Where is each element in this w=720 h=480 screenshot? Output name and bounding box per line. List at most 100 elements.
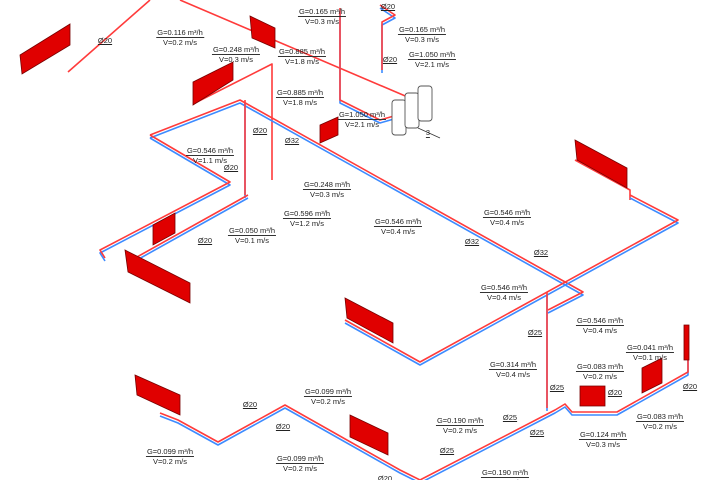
pipe-diameter-label: Ø25 <box>527 328 543 337</box>
radiator <box>152 212 176 246</box>
radiator <box>192 61 234 106</box>
velocity: V=0.2 m/s <box>311 397 345 406</box>
velocity: V=0.3 m/s <box>219 55 253 64</box>
radiator <box>19 23 71 75</box>
velocity: V=0.2 m/s <box>643 422 677 431</box>
velocity: V=1.2 m/s <box>290 219 324 228</box>
pipe-diameter-label: Ø20 <box>382 55 398 64</box>
velocity: V=0.3 m/s <box>405 35 439 44</box>
flow-rate: G=0.546 m³/h <box>373 217 423 227</box>
flow-rate: G=0.099 m³/h <box>275 454 325 464</box>
radiator <box>574 139 628 189</box>
velocity: V=0.2 m/s <box>163 38 197 47</box>
pipe-diameter-label: Ø20 <box>242 400 258 409</box>
radiator <box>249 15 276 49</box>
pipe-diameter-label: Ø20 <box>252 126 268 135</box>
velocity: V=1.8 m/s <box>283 98 317 107</box>
velocity: V=0.3 m/s <box>305 17 339 26</box>
flow-rate: G=0.190 m³/h <box>480 468 530 478</box>
velocity: V=1.1 m/s <box>193 156 227 165</box>
flow-label: G=0.190 m³/hV=0.2 m/s <box>480 468 530 480</box>
floor-loop-pipe-return <box>344 197 679 366</box>
velocity: V=0.1 m/s <box>235 236 269 245</box>
flow-rate: G=0.546 m³/h <box>482 208 532 218</box>
velocity: V=0.1 m/s <box>633 353 667 362</box>
pipe-diameter-label: Ø32 <box>464 237 480 246</box>
leader-line <box>417 127 441 139</box>
boiler-connection-pipe-supply <box>379 4 396 70</box>
flow-rate: G=0.041 m³/h <box>625 343 675 353</box>
branch-pipe-supply <box>127 194 249 263</box>
pipe-diameter-label: Ø32 <box>533 248 549 257</box>
pipe-diameter-label: Ø20 <box>223 163 239 172</box>
pipe-diameter-label: Ø20 <box>380 2 396 11</box>
lower-right-pipe-supply <box>419 340 689 480</box>
flow-rate: G=0.190 m³/h <box>435 416 485 426</box>
pipe-diameter-label: Ø20 <box>682 382 698 391</box>
flow-rate: G=0.248 m³/h <box>302 180 352 190</box>
pipe-diameter-label: Ø20 <box>197 236 213 245</box>
velocity: V=0.4 m/s <box>490 218 524 227</box>
boiler-unit <box>404 92 420 129</box>
main-pipe-return <box>149 102 584 314</box>
velocity: V=0.2 m/s <box>443 426 477 435</box>
flow-rate: G=0.596 m³/h <box>282 209 332 219</box>
velocity: V=0.3 m/s <box>586 440 620 449</box>
flow-rate: G=1.050 m³/h <box>407 50 457 60</box>
velocity: V=0.4 m/s <box>583 326 617 335</box>
flow-rate: G=0.050 m³/h <box>227 226 277 236</box>
pipe-diameter-label: Ø25 <box>439 446 455 455</box>
pipe-diameter-label: Ø25 <box>549 383 565 392</box>
radiator <box>124 249 191 304</box>
velocity: V=0.4 m/s <box>381 227 415 236</box>
flow-rate: G=0.124 m³/h <box>578 430 628 440</box>
velocity: V=0.2 m/s <box>283 464 317 473</box>
flow-rate: G=0.546 m³/h <box>185 146 235 156</box>
radiator <box>579 385 606 407</box>
radiator <box>319 116 339 144</box>
flow-rate: G=0.248 m³/h <box>211 45 261 55</box>
boiler-unit <box>391 99 407 136</box>
velocity: V=0.2 m/s <box>583 372 617 381</box>
branch-pipe-return <box>127 197 249 266</box>
flow-rate: G=0.314 m³/h <box>488 360 538 370</box>
velocity: V=0.4 m/s <box>496 370 530 379</box>
lower-right-pipe-return <box>424 343 689 480</box>
flow-rate: G=0.546 m³/h <box>479 283 529 293</box>
floor-loop-pipe-supply <box>344 194 679 363</box>
flow-rate: G=0.083 m³/h <box>575 362 625 372</box>
supply-pipe <box>179 0 411 99</box>
flow-rate: G=0.885 m³/h <box>275 88 325 98</box>
supply-pipe <box>194 63 273 180</box>
flow-rate: G=0.116 m³/h <box>156 28 204 38</box>
supply-pipe <box>67 0 151 73</box>
supply-pipe <box>574 159 631 200</box>
flow-rate: G=0.099 m³/h <box>145 447 195 457</box>
flow-rate: G=0.083 m³/h <box>635 412 685 422</box>
velocity: V=2.1 m/s <box>345 120 379 129</box>
pipe-diameter-label: Ø20 <box>275 422 291 431</box>
boiler-tag: 3 <box>425 128 431 138</box>
velocity: V=0.2 m/s <box>488 478 522 480</box>
